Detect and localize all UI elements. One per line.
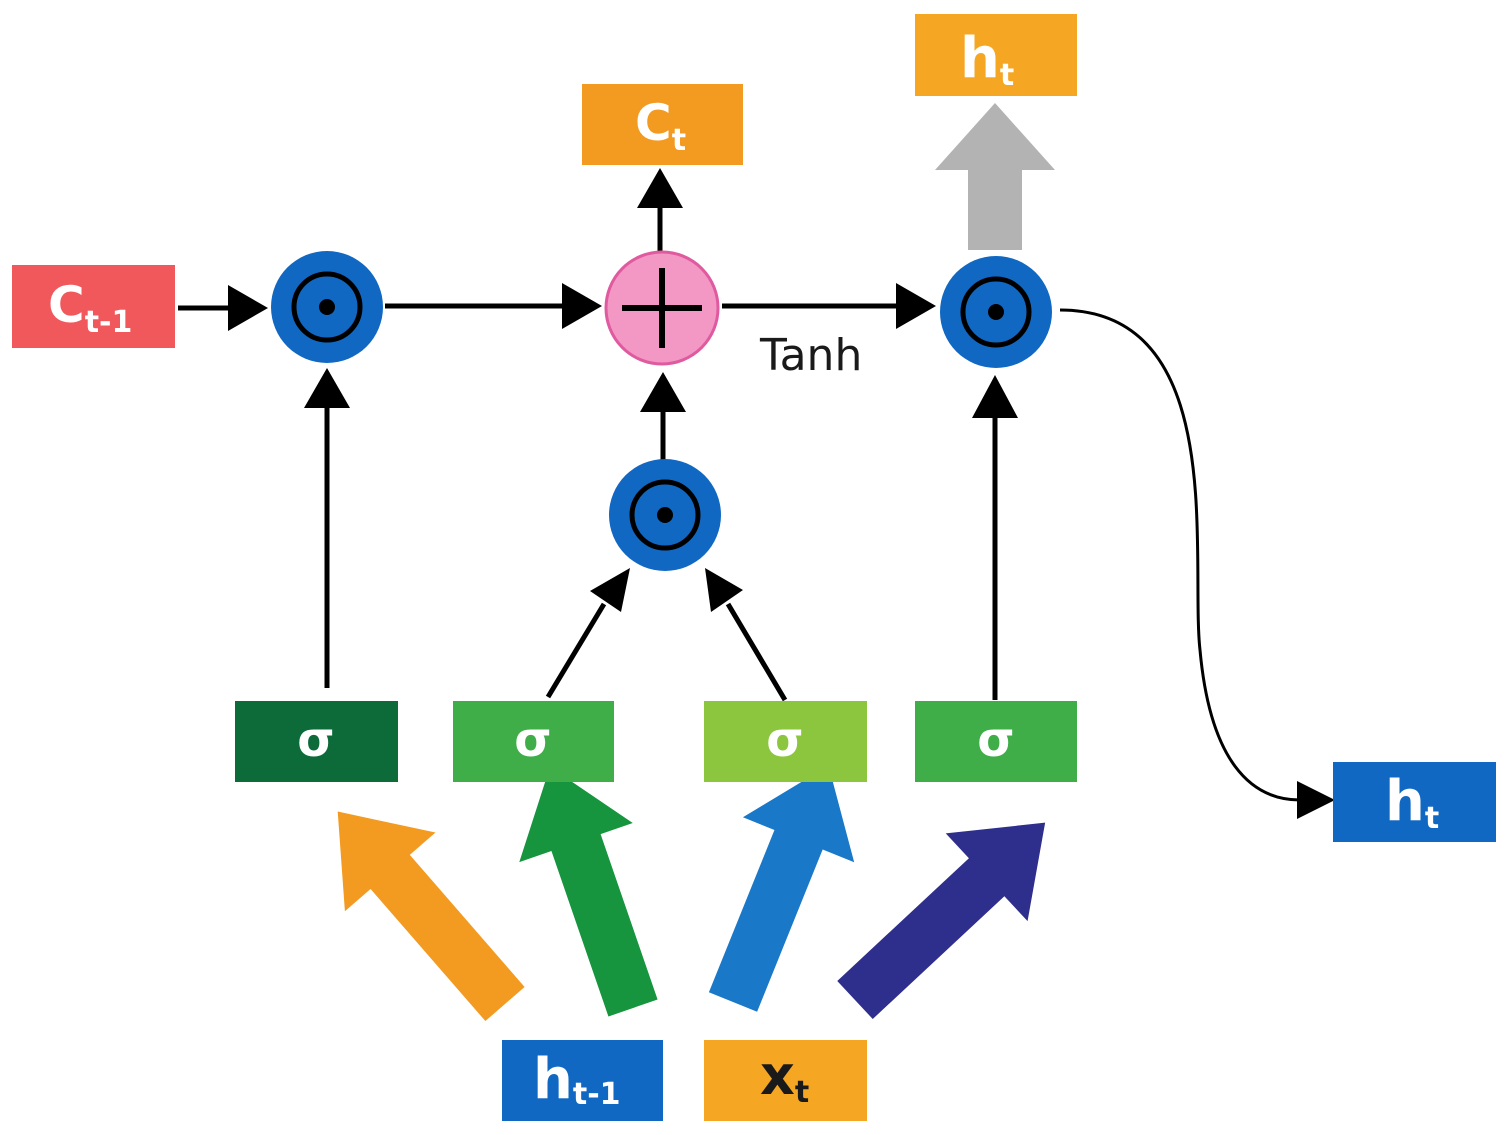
input-arrows [337,765,1046,1022]
x-t-sub: t [795,1075,809,1110]
h-prev-main: h [533,1047,573,1112]
svg-text:ht: ht [960,26,1014,93]
arrowhead [896,283,936,329]
h-t-right-box: ht [1333,762,1496,842]
hadamard-node-input [609,459,721,571]
sigma-gate-output: σ [915,701,1077,782]
edge-sigma3-to-hadamard2 [725,602,788,702]
sum-node [604,250,720,366]
svg-text:Ct-1: Ct-1 [48,276,132,340]
hadamard-node-output [940,256,1052,368]
arrowhead [228,285,268,331]
sigma-gate-candidate: σ [704,701,867,782]
edge-sigma2-to-hadamard2 [545,602,607,699]
h-prev-box: ht-1 [502,1040,663,1121]
svg-text:ht: ht [1385,769,1439,836]
arrowhead [972,375,1018,418]
h-t-top-main: h [960,26,1000,91]
c-t-sub: t [672,123,686,158]
arrowhead [705,568,743,612]
arrowhead [590,568,630,612]
svg-text:ht-1: ht-1 [533,1047,621,1112]
h-t-right-sub: t [1425,801,1439,836]
gray-output-arrow [935,103,1055,250]
connector-lines [178,168,1335,819]
h-t-top-box: ht [915,14,1077,96]
c-prev-sub: t-1 [85,305,133,340]
svg-text:xt: xt [760,1044,809,1110]
h-prev-sub: t-1 [573,1077,621,1112]
arrowhead [637,168,683,208]
tanh-label: Tanh [759,330,862,381]
c-t-box: Ct [582,84,743,165]
x-t-box: xt [704,1040,867,1121]
c-prev-main: C [48,276,85,334]
sigma-label: σ [514,712,551,768]
h-t-right-main: h [1385,769,1425,834]
svg-text:Ct: Ct [635,94,686,158]
c-t-main: C [635,94,672,152]
sigma-label: σ [297,712,334,768]
input-arrow-blue [708,765,855,1012]
input-arrow-orange [337,811,525,1022]
sigma-label: σ [766,712,803,768]
sigma-gate-forget: σ [235,701,398,782]
hadamard-node-forget [271,251,383,363]
sigma-gate-input: σ [453,701,614,782]
arrowhead [640,372,686,412]
arrowhead [1297,781,1335,819]
x-t-main: x [760,1044,795,1107]
arrowhead [562,283,602,329]
edge-hadamard3-to-ht-right [1059,308,1301,802]
input-arrow-green [519,766,658,1017]
input-arrow-indigo [837,822,1046,1020]
sigma-label: σ [977,712,1014,768]
arrowhead [304,368,350,408]
c-prev-box: Ct-1 [12,265,175,348]
h-t-top-sub: t [1000,58,1014,93]
